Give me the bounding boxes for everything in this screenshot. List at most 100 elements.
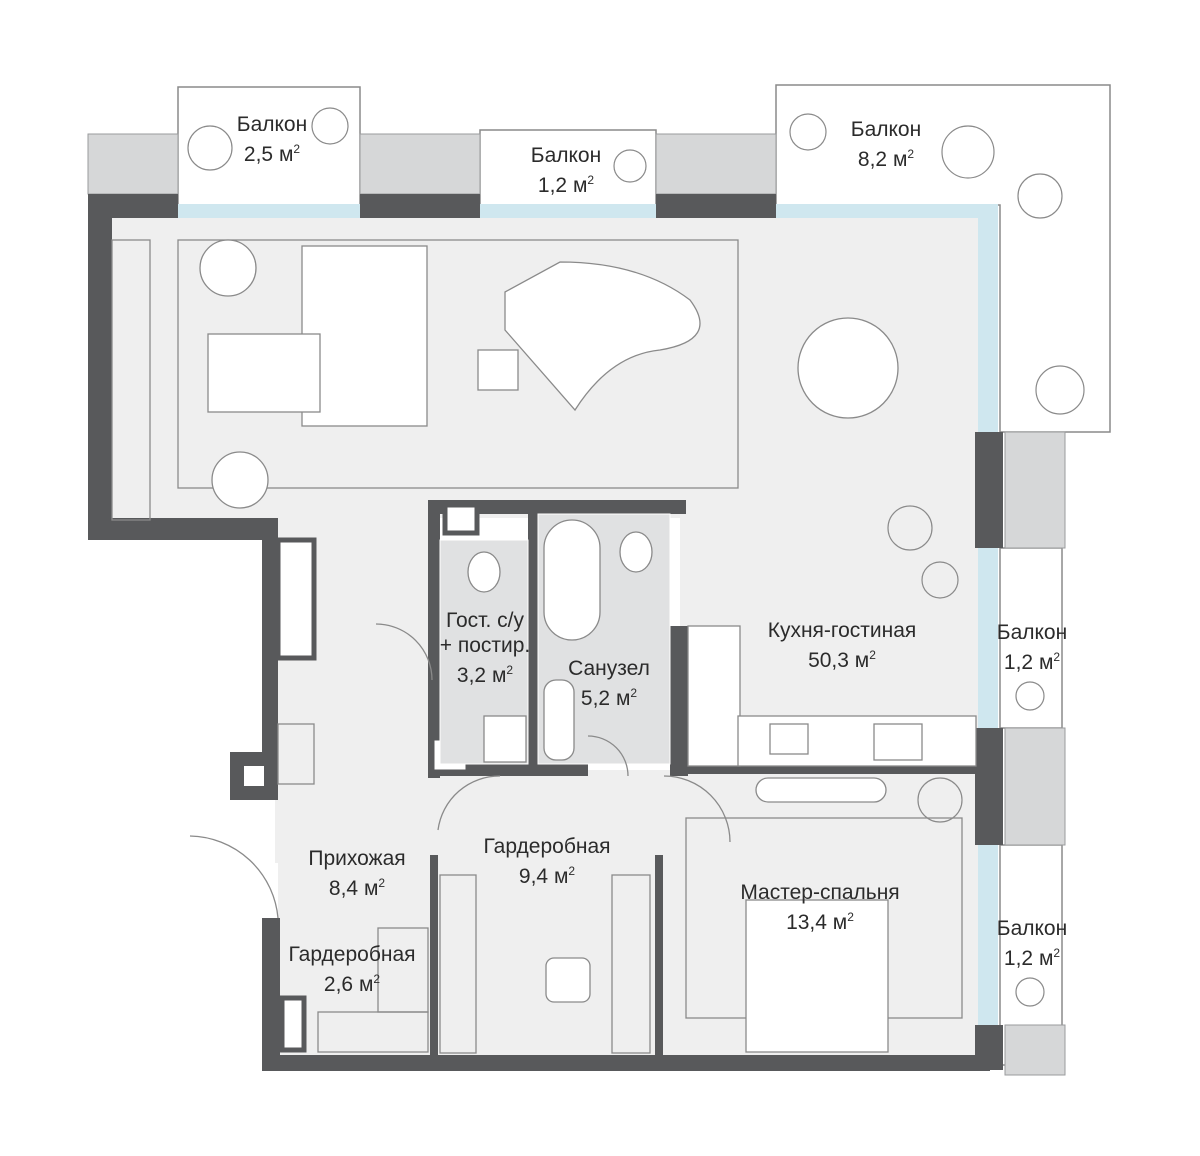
wardrobe-bottom (317, 1011, 429, 1053)
room-area: 9,4 м2 (518, 864, 576, 888)
plant-icon (887, 505, 933, 551)
plant-icon (613, 149, 647, 183)
column-se (1004, 1024, 1066, 1076)
wall-east-b (975, 728, 1003, 845)
furniture (111, 239, 977, 1054)
stove (873, 723, 923, 761)
wall-west-niche (230, 752, 278, 800)
wall-core-w (428, 500, 440, 778)
label-guest-bath: Гост. с/у + постир. 3,2 м2 (440, 608, 531, 688)
door-entry (189, 835, 279, 919)
room-area: 50,3 м2 (808, 648, 876, 672)
wall-core-e (670, 626, 688, 776)
wall-west-step (88, 518, 278, 540)
glass-n1 (178, 204, 360, 218)
rug-living (177, 239, 739, 489)
kitchen-counter-v (687, 625, 741, 767)
label-balcony-n: Балкон 1,2 м2 (531, 143, 601, 198)
plant-icon (789, 113, 827, 151)
room-name: Балкон (996, 621, 1068, 644)
room-name: Балкон (236, 113, 308, 136)
room-area: 2,5 м2 (243, 142, 301, 166)
room-name: Прихожая (308, 847, 406, 870)
shafts (275, 502, 480, 1053)
room-name: Кухня-гостиная (767, 619, 917, 642)
column-e1 (1004, 431, 1066, 549)
label-wardrobe-big: Гардеробная 9,4 м2 (483, 834, 610, 889)
bath-sink (543, 679, 575, 761)
wall-core-mid (528, 500, 538, 768)
label-master-bedroom: Мастер-спальня 13,4 м2 (740, 880, 899, 935)
toilet-1 (467, 551, 501, 593)
dining-table (797, 317, 899, 419)
wall-core-n (428, 500, 686, 514)
column-n2 (655, 133, 777, 195)
tv-cabinet (111, 239, 151, 521)
room-name: Гардеробная (288, 943, 416, 966)
wall-south (262, 1055, 990, 1071)
wardrobe-left (439, 874, 477, 1054)
wall-west-3 (262, 918, 280, 1068)
ottoman (545, 957, 591, 1003)
balcony-table (187, 125, 233, 171)
glass-e3 (978, 845, 998, 1025)
balcony-chair (1017, 173, 1063, 219)
room-area: 5,2 м2 (580, 686, 638, 710)
facade-columns (87, 133, 1066, 1076)
wardrobe-small-side (377, 927, 429, 1013)
room-area: 8,2 м2 (857, 147, 915, 171)
plant-icon (921, 561, 959, 599)
sink (769, 723, 809, 755)
room-area: 13,4 м2 (786, 910, 854, 934)
plant-icon (311, 107, 349, 145)
wall-wardrobe-e (655, 855, 663, 1055)
balcony-e1-slab (999, 547, 1063, 729)
plant-icon (1035, 365, 1085, 415)
room-name: Гост. с/у (446, 609, 524, 632)
plant-icon (917, 777, 963, 823)
door-bathroom (587, 735, 629, 777)
shaft-1 (442, 502, 480, 536)
balcony-n-slab (479, 129, 657, 206)
room-name: Балкон (996, 917, 1068, 940)
armchair-2 (211, 451, 269, 509)
balcony-nw-slab (177, 86, 361, 206)
room-area: 1,2 м2 (1003, 650, 1061, 674)
label-living-kitchen: Кухня-гостиная 50,3 м2 (768, 618, 917, 673)
wall-bedroom (688, 766, 976, 774)
column-n1 (359, 133, 481, 195)
label-balcony-nw: Балкон 2,5 м2 (237, 112, 307, 167)
room-name: Балкон (850, 118, 922, 141)
armchair-1 (199, 239, 257, 297)
toilet-2 (619, 531, 653, 573)
label-balcony-e2: Балкон 1,2 м2 (997, 916, 1067, 971)
room-name: Санузел (568, 657, 650, 680)
room-name: Гардеробная (483, 835, 611, 858)
glass-e1 (978, 210, 998, 432)
wall-east-a (975, 432, 1003, 548)
door-wardrobe (437, 775, 501, 831)
glazing (178, 204, 998, 1025)
wall-north-c (656, 194, 776, 218)
shaft-4 (279, 995, 307, 1053)
room-area: 2,6 м2 (323, 972, 381, 996)
room-name: Мастер-спальня (740, 881, 900, 904)
column-nw (87, 133, 179, 195)
washing-machine (483, 715, 527, 763)
wall-wardrobe-w (430, 855, 438, 1055)
label-balcony-ne: Балкон 8,2 м2 (851, 117, 921, 172)
wardrobe-right (611, 874, 651, 1054)
label-balcony-e1: Балкон 1,2 м2 (997, 620, 1067, 675)
piano-stool (477, 349, 519, 391)
wall-east-c (975, 1025, 1003, 1070)
column-e2 (1004, 727, 1066, 846)
bathtub (543, 519, 601, 641)
room-area: 1,2 м2 (1003, 946, 1061, 970)
walls (88, 194, 1003, 1071)
wall-west (88, 194, 112, 524)
door-guest-bath (375, 623, 433, 681)
room-name-2: + постир. (439, 634, 531, 657)
glass-n3 (776, 204, 998, 218)
door-bedroom (663, 775, 731, 843)
